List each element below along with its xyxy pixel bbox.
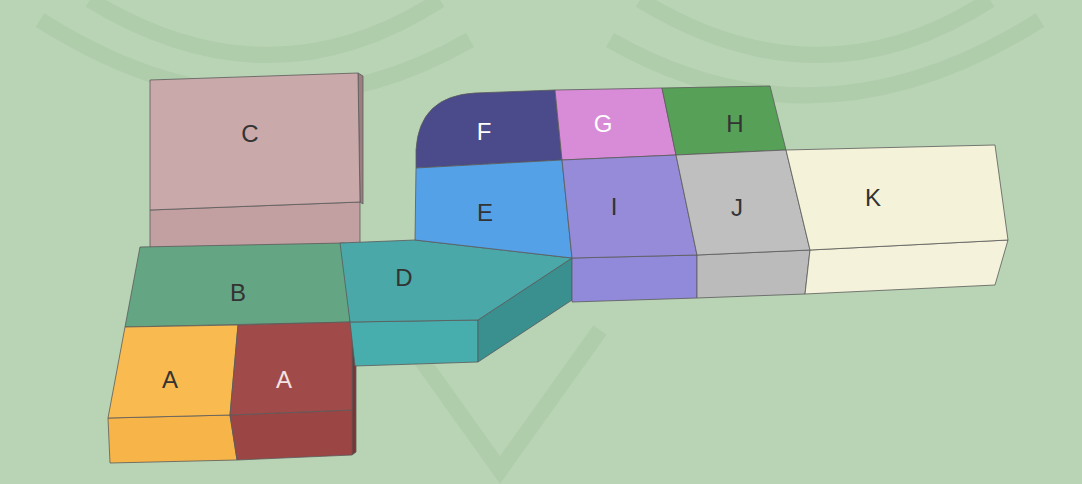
block-face [125,243,350,327]
block-letter: E [477,201,493,225]
block-shape [562,155,697,302]
block-shape [415,160,572,258]
block: G [555,88,676,160]
block-letter: B [230,281,246,305]
block-face [555,88,676,160]
block-face [150,73,360,210]
block: I [562,155,697,302]
block-letter: D [395,266,412,290]
block-face [786,145,1008,250]
block: H [662,86,786,155]
block-shape [662,86,786,155]
block-shape [555,88,676,160]
block-face [697,250,810,298]
block-face [108,415,237,463]
block-letter: A [162,368,178,392]
block: E [415,160,572,258]
block-shape [786,145,1008,294]
block-face [562,155,697,258]
block-letter: I [611,195,618,219]
block: A [230,322,356,460]
block-letter: A [276,368,292,392]
block-face [662,86,786,155]
block: F [416,90,562,168]
block-face [108,325,238,418]
block: A [108,325,238,463]
block-letter: C [241,122,258,146]
block-face [230,410,352,460]
block: K [786,145,1008,294]
block-shape [230,322,356,460]
block: C [150,73,363,250]
watermark-arc [640,0,990,55]
block-face [230,322,352,415]
block-face [416,90,562,168]
block-face [350,320,478,366]
block-face [572,255,697,302]
watermark-arc [90,0,440,55]
block-letter: F [477,120,492,144]
block-shape [340,240,572,366]
block: D [340,240,572,366]
block: B [125,243,350,327]
block-letter: J [731,196,743,220]
block-letter: H [726,112,743,136]
block-shape [108,325,238,463]
block-shape [150,73,363,250]
block-letter: G [594,112,613,136]
block-letter: K [865,186,881,210]
block-shape [676,150,810,298]
block-face [415,160,572,258]
block: J [676,150,810,298]
